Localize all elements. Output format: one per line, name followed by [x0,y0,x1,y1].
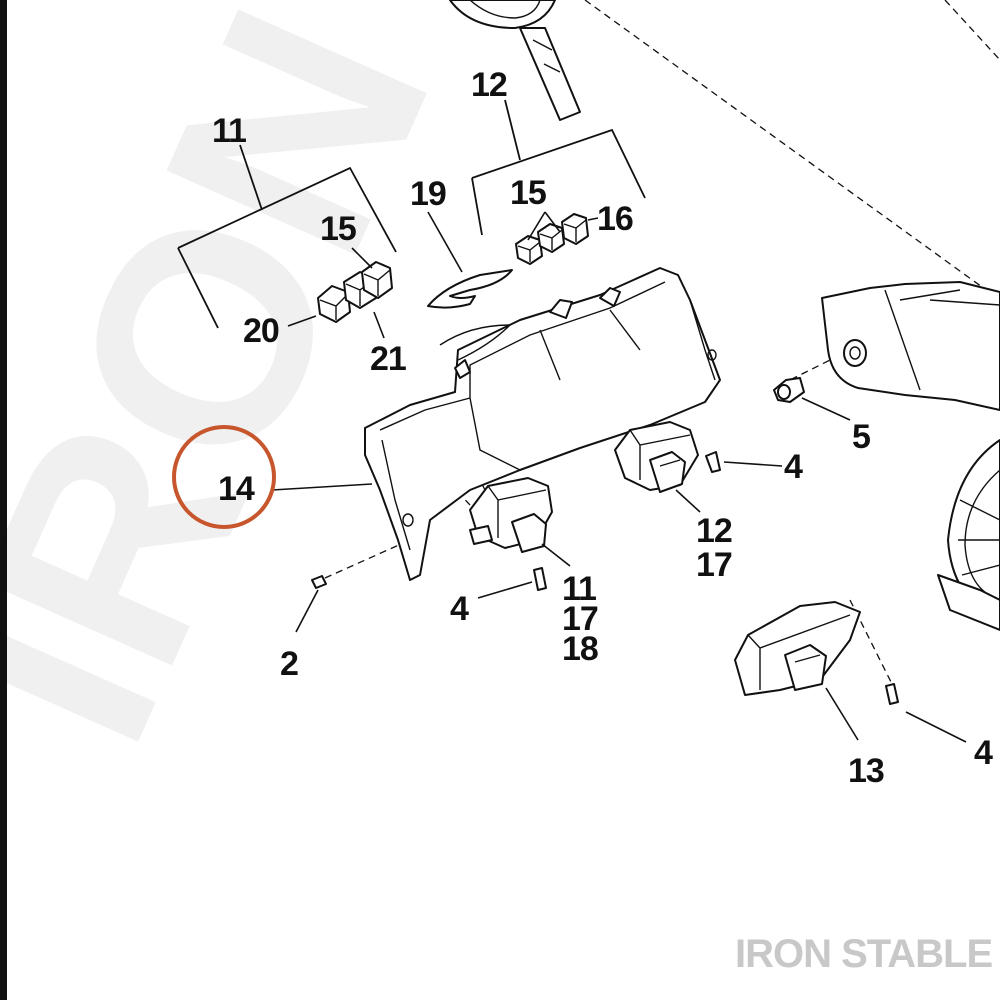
callout-4-right: 4 [784,448,803,486]
callout-4-left: 4 [450,590,469,628]
brand-logo-text: IRON STABLE [735,932,992,976]
switch-housing-11-17-18 [469,477,553,553]
callout-11-top: 11 [212,112,246,150]
callout-4-bottom: 4 [974,734,993,772]
callout-12-mid: 12 [696,512,732,550]
callout-19: 19 [410,175,446,213]
bracket-12-group [471,99,646,236]
switch-housing-12-17 [614,421,699,493]
callout-2: 2 [280,645,298,683]
callout-20: 20 [243,312,279,350]
fairing-cap-part-14 [364,267,721,581]
left-edge-bar [0,0,7,1000]
callout-15-left: 15 [320,210,356,248]
callout-18: 18 [562,630,598,668]
highlight-circle-14 [172,425,276,529]
switch-caps-right-group [515,213,589,265]
callout-11-mid: 11 [562,570,596,608]
callout-13: 13 [848,752,884,790]
clip-part-19 [427,269,513,309]
callout-21: 21 [370,340,406,378]
bracket-11-group [177,144,397,329]
callout-12-top: 12 [471,66,507,104]
switch-caps-left-group [317,261,393,323]
callout-labels: 11 12 15 15 16 19 20 21 14 5 4 12 17 11 … [212,66,994,790]
switch-housing-13 [734,601,861,696]
callout-17-left: 17 [562,600,598,638]
callout-leaders [271,211,967,743]
fasteners [311,377,899,705]
callout-16: 16 [597,200,633,238]
upper-mount-stem [449,0,581,121]
callout-15-right: 15 [510,174,546,212]
callout-5: 5 [852,418,870,456]
right-housing [821,281,1000,631]
callout-17-right: 17 [696,546,732,584]
callout-14: 14 [218,470,255,508]
